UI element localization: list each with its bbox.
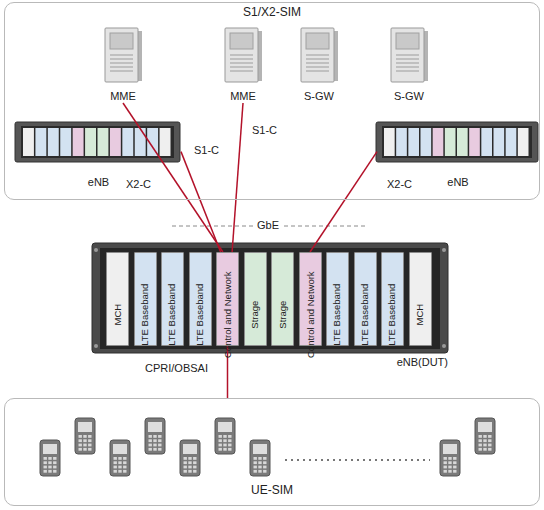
module-label: LTE Baseband <box>167 284 178 346</box>
module-card: LTE Baseband <box>189 252 212 346</box>
signal-line <box>232 103 243 252</box>
signal-line <box>310 152 377 252</box>
node-label: MME <box>110 90 136 103</box>
module-card: MCH <box>106 252 129 346</box>
module-label: Strage <box>277 301 288 329</box>
node-label: S-GW <box>304 90 334 103</box>
phone-icon <box>180 440 200 476</box>
server-node: MME <box>98 27 148 103</box>
module-label: MCH <box>112 304 123 326</box>
node-label: S1/X2-SIM <box>243 5 301 19</box>
phone-icon <box>475 418 495 454</box>
network-label: GbE <box>255 219 281 232</box>
module-label: MCH <box>414 304 425 326</box>
line-label: CPRI/OBSAI <box>143 362 210 375</box>
server-icon <box>225 28 262 82</box>
phone-icon <box>145 418 165 454</box>
line-label: X2-C <box>124 178 153 191</box>
ellipsis-dots <box>285 459 430 461</box>
module-card: Strage <box>244 252 267 346</box>
server-node: MME <box>218 27 268 103</box>
module-label: LTE Baseband <box>332 284 343 346</box>
module-label: Strage <box>249 301 260 329</box>
node-label: MME <box>230 90 256 103</box>
node-label: UE-SIM <box>251 483 293 497</box>
module-card: MCH <box>409 252 432 346</box>
line-label: S1-C <box>192 144 221 157</box>
line-label: X2-C <box>385 178 414 191</box>
phone-icon <box>215 418 235 454</box>
rack-icon <box>376 122 538 162</box>
dut-rack: eNB(DUT)MCHLTE BasebandLTE BasebandLTE B… <box>92 243 448 353</box>
signal-line <box>123 103 223 252</box>
phone-icon <box>440 440 460 476</box>
module-card: Strage <box>271 252 294 346</box>
module-card: Control and Network <box>216 252 239 346</box>
module-label: LTE Baseband <box>139 284 150 346</box>
server-icon <box>301 28 338 82</box>
server-node: S-GW <box>294 27 344 103</box>
phone-icon <box>75 418 95 454</box>
node-label: eNB <box>447 176 468 189</box>
module-label: Control and Network <box>222 272 233 359</box>
module-card: LTE Baseband <box>326 252 349 346</box>
module-card: LTE Baseband <box>381 252 404 346</box>
simulator-region: S1/X2-SIM MME MME S-GW S-GW eNB eNB <box>4 2 540 200</box>
module-card: LTE Baseband <box>134 252 157 346</box>
server-icon <box>391 28 428 82</box>
rack-frame <box>92 243 448 353</box>
module-label: LTE Baseband <box>359 284 370 346</box>
phone-icon <box>110 440 130 476</box>
module-label: LTE Baseband <box>194 284 205 346</box>
rack-icon <box>15 122 180 162</box>
server-node: S-GW <box>384 27 434 103</box>
module-card: Control and Network <box>299 252 322 346</box>
phone-icon <box>250 440 270 476</box>
node-label: S-GW <box>394 90 424 103</box>
node-label: eNB <box>88 176 109 189</box>
server-icon <box>105 28 142 82</box>
module-label: LTE Baseband <box>387 284 398 346</box>
ue-region: UE-SIM <box>4 398 540 506</box>
enb-rack: eNB <box>16 121 181 189</box>
module-card: LTE Baseband <box>354 252 377 346</box>
node-label: eNB(DUT) <box>397 356 448 369</box>
module-card: LTE Baseband <box>161 252 184 346</box>
line-label: S1-C <box>250 124 279 137</box>
signal-line <box>181 152 221 252</box>
module-label: Control and Network <box>304 272 315 359</box>
phone-icon <box>40 440 60 476</box>
